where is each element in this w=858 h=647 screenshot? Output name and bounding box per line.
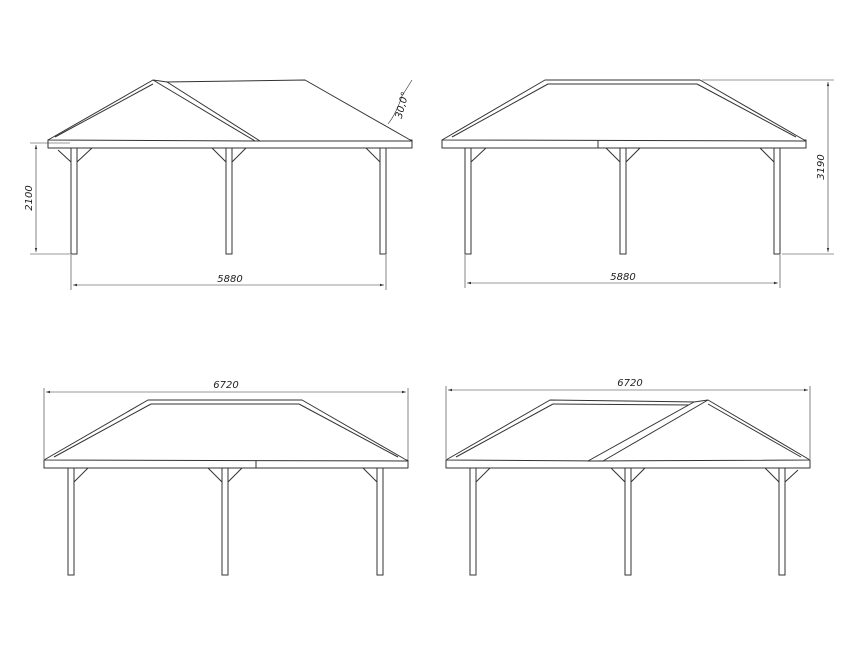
dimension-length: 6720 — [213, 380, 238, 391]
brace — [73, 467, 89, 483]
roof-ridge-line — [152, 79, 256, 142]
front-view-left: 6720 — [43, 380, 409, 576]
brace — [362, 467, 378, 483]
post — [67, 467, 75, 576]
dimension-height: 3190 — [816, 154, 827, 179]
roof-gable — [47, 79, 261, 142]
angle-leader — [401, 79, 413, 97]
post — [624, 467, 632, 576]
dimension-length: 5880 — [217, 274, 242, 285]
brace — [57, 147, 93, 163]
post — [464, 147, 472, 255]
brace — [605, 147, 641, 163]
post — [773, 147, 781, 255]
side-view-left: 5880 2100 30,0° — [24, 79, 413, 290]
post — [221, 467, 229, 576]
front-view-right: 6720 — [445, 378, 811, 576]
dimension-length: 5880 — [610, 272, 635, 283]
brace — [475, 467, 491, 483]
roof-hip — [43, 399, 409, 462]
roof-edge-line — [696, 83, 797, 138]
post — [619, 147, 627, 255]
brace — [764, 467, 799, 483]
brace — [610, 467, 646, 483]
post — [379, 147, 387, 255]
roof-edge-line — [602, 399, 709, 462]
brace — [759, 147, 775, 163]
dimension-height: 2100 — [24, 185, 35, 210]
angle-arc — [387, 95, 403, 125]
side-view-right: 5880 3190 — [441, 79, 834, 288]
brace — [470, 147, 487, 163]
post — [70, 147, 78, 255]
post — [376, 467, 384, 576]
roof-edge-line — [451, 83, 549, 138]
roof-edge-line — [53, 403, 152, 458]
post — [778, 467, 786, 576]
roof-ridge-line — [552, 403, 694, 406]
dimension-angle: 30,0° — [394, 91, 412, 120]
post — [225, 147, 233, 255]
post — [469, 467, 477, 576]
roof-edge-line — [707, 403, 802, 458]
roof-hip — [441, 79, 807, 142]
brace — [365, 147, 381, 163]
brace — [211, 147, 247, 163]
brace — [207, 467, 243, 483]
roof-edge-line — [455, 403, 554, 458]
dimension-length: 6720 — [617, 378, 642, 389]
roof-edge-line — [298, 403, 399, 458]
roof-edge-line — [54, 83, 154, 138]
